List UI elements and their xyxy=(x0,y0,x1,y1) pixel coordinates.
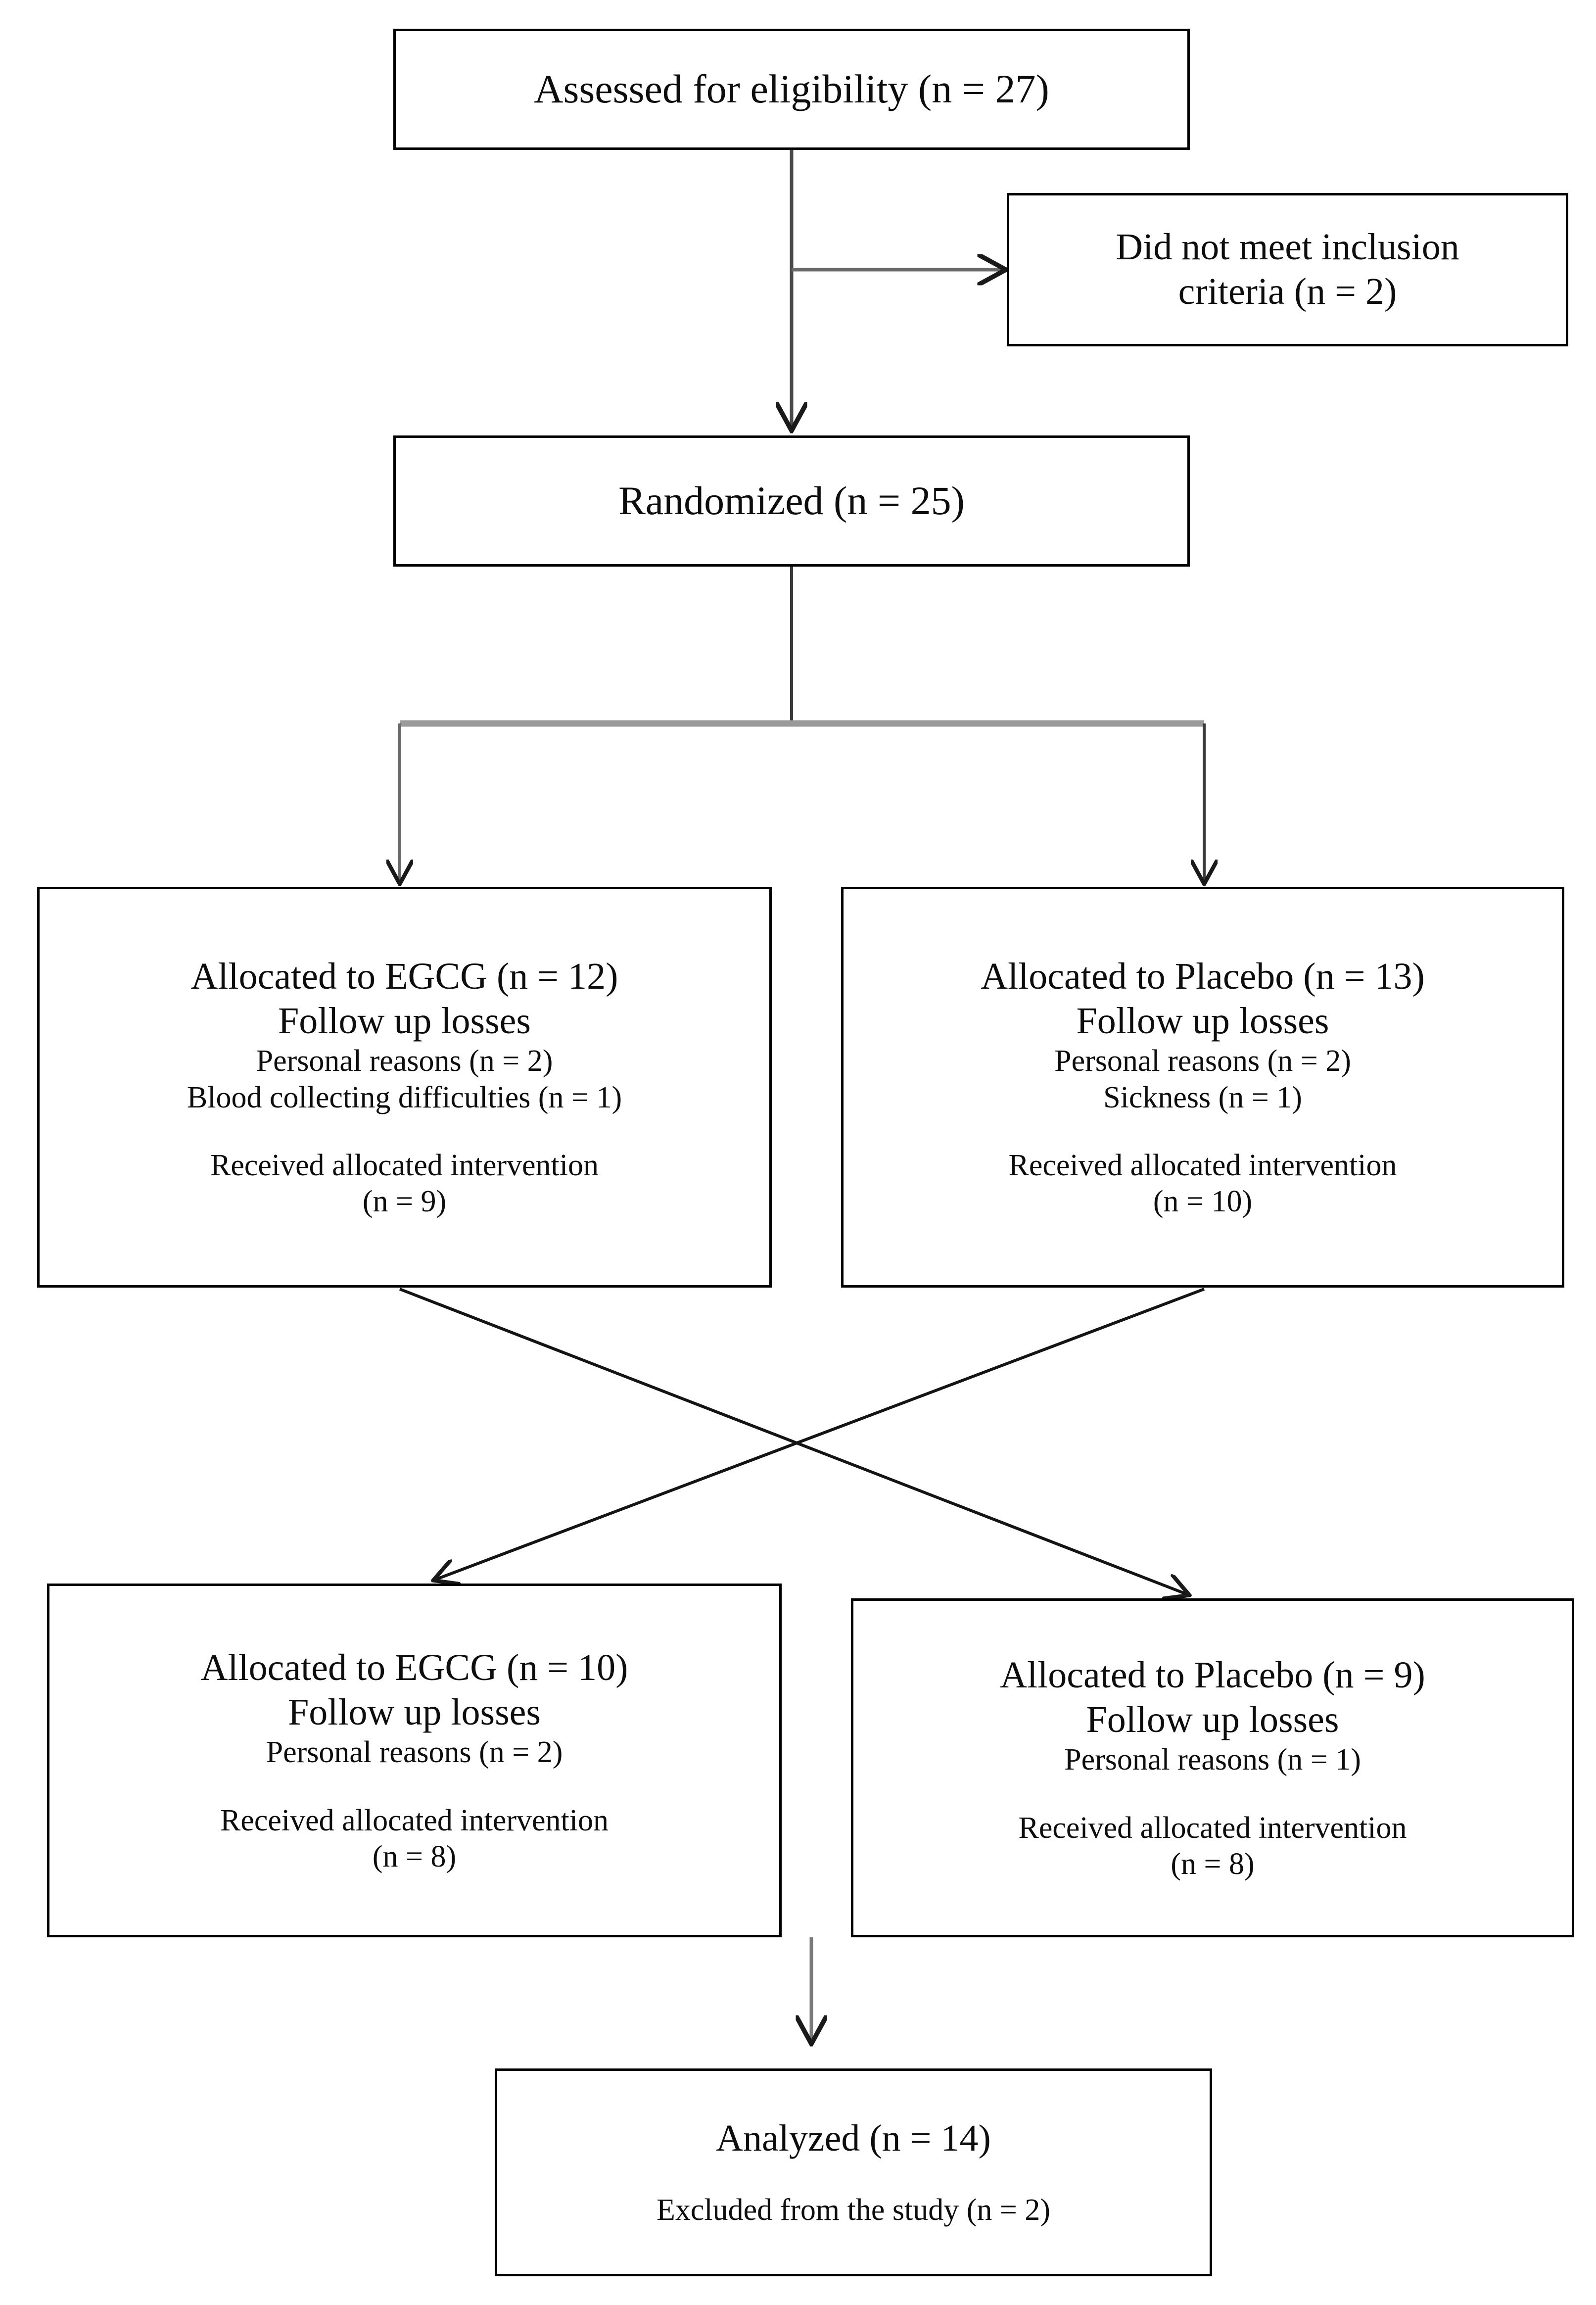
received-intervention-label: Received allocated intervention xyxy=(220,1803,609,1837)
node-assessed-line-1: Assessed for eligibility (n = 27) xyxy=(534,66,1049,112)
followup-loss-reason: Sickness (n = 1) xyxy=(1103,1080,1302,1114)
analyzed-excluded-note: Excluded from the study (n = 2) xyxy=(656,2193,1050,2227)
followup-loss-reason: Personal reasons (n = 1) xyxy=(1064,1743,1361,1777)
node-did-not-meet-inclusion-criteria: Did not meet inclusion criteria (n = 2) xyxy=(1007,193,1568,346)
allocation-heading: Allocated to EGCG (n = 12) xyxy=(190,956,618,998)
received-intervention-count: (n = 10) xyxy=(1153,1184,1253,1218)
followup-losses-label: Follow up losses xyxy=(1076,1000,1329,1042)
followup-losses-label: Follow up losses xyxy=(288,1691,541,1733)
allocation-heading: Allocated to EGCG (n = 10) xyxy=(200,1647,628,1689)
node-allocated-placebo-stage-1: Allocated to Placebo (n = 13) Follow up … xyxy=(841,887,1564,1288)
node-assessed-for-eligibility: Assessed for eligibility (n = 27) xyxy=(393,29,1190,150)
node-analyzed: Analyzed (n = 14) Excluded from the stud… xyxy=(495,2068,1212,2276)
node-allocated-egcg-stage-1: Allocated to EGCG (n = 12) Follow up los… xyxy=(37,887,772,1288)
followup-loss-reason: Personal reasons (n = 2) xyxy=(1054,1044,1351,1078)
connector-crossover-left-to-right xyxy=(399,1288,1187,1594)
node-randomized: Randomized (n = 25) xyxy=(393,435,1190,567)
allocation-heading: Allocated to Placebo (n = 9) xyxy=(1000,1654,1425,1696)
node-allocated-egcg-stage-2: Allocated to EGCG (n = 10) Follow up los… xyxy=(47,1584,782,1937)
followup-loss-reason: Blood collecting difficulties (n = 1) xyxy=(187,1080,622,1114)
received-intervention-label: Received allocated intervention xyxy=(1008,1148,1397,1182)
received-intervention-label: Received allocated intervention xyxy=(1018,1811,1407,1845)
node-allocated-placebo-stage-2: Allocated to Placebo (n = 9) Follow up l… xyxy=(851,1598,1574,1937)
followup-losses-label: Follow up losses xyxy=(1086,1698,1339,1740)
node-excluded-line-1: Did not meet inclusion xyxy=(1116,226,1459,268)
analyzed-heading: Analyzed (n = 14) xyxy=(716,2117,991,2159)
received-intervention-label: Received allocated intervention xyxy=(210,1148,599,1182)
received-intervention-count: (n = 9) xyxy=(362,1184,447,1218)
received-intervention-count: (n = 8) xyxy=(1171,1847,1255,1881)
node-excluded-line-2: criteria (n = 2) xyxy=(1178,271,1397,312)
connector-crossover-right-to-left xyxy=(435,1288,1205,1580)
followup-loss-reason: Personal reasons (n = 2) xyxy=(256,1044,553,1078)
allocation-heading: Allocated to Placebo (n = 13) xyxy=(981,956,1425,998)
node-randomized-line-1: Randomized (n = 25) xyxy=(618,478,965,524)
followup-loss-reason: Personal reasons (n = 2) xyxy=(266,1735,563,1770)
followup-losses-label: Follow up losses xyxy=(278,1000,531,1042)
received-intervention-count: (n = 8) xyxy=(372,1839,457,1873)
